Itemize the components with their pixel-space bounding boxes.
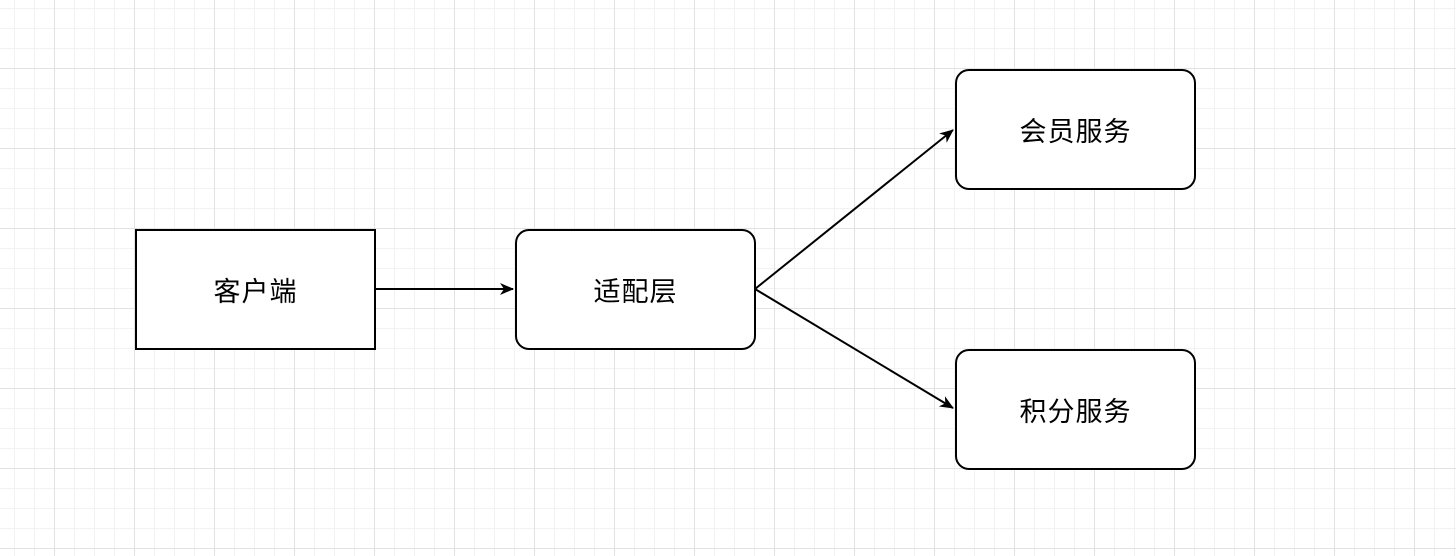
node-adapter-layer[interactable]: 适配层: [515, 229, 756, 350]
node-client-label: 客户端: [213, 277, 298, 308]
edge-adapter-to-points-service: [754, 288, 954, 409]
edge-adapter-to-member-service: [754, 129, 954, 290]
node-adapter-layer-label: 适配层: [593, 277, 678, 308]
node-points-service[interactable]: 积分服务: [955, 349, 1196, 470]
node-member-service[interactable]: 会员服务: [955, 69, 1196, 190]
node-member-service-label: 会员服务: [1019, 117, 1132, 148]
node-points-service-label: 积分服务: [1019, 397, 1132, 428]
node-client[interactable]: 客户端: [135, 229, 376, 350]
